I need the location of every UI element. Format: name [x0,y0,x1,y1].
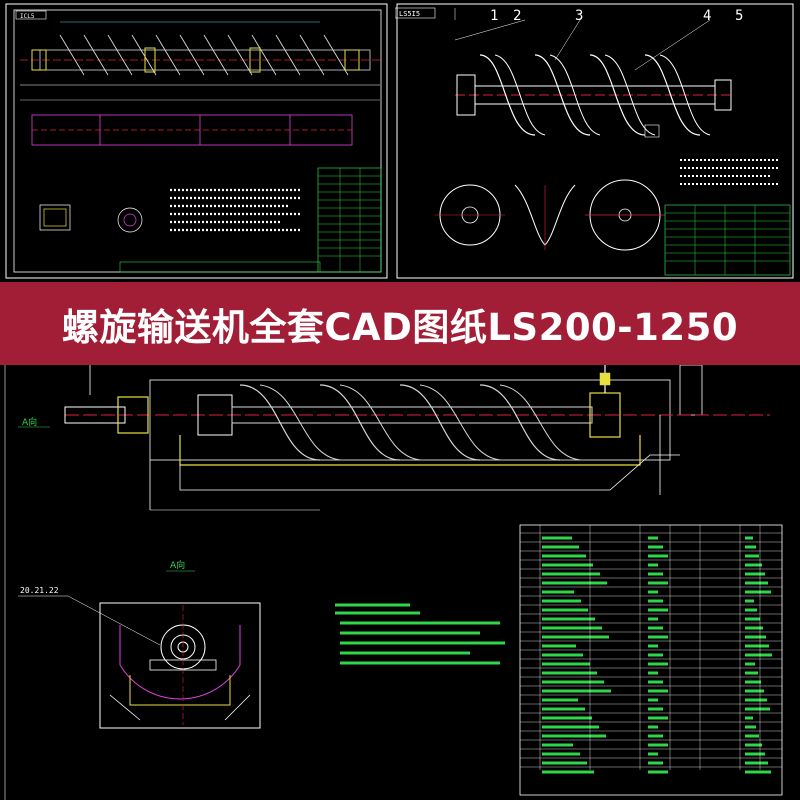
drawing-sheet-assembly-section: A向 A向 20.21.22 [0,365,800,800]
title-banner: 螺旋输送机全套CAD图纸LS200-1250 [0,282,800,365]
parts-table-grid [520,525,782,774]
view-label-section: A向 [170,559,185,571]
cad-drawing-top-left: ICL5 [5,3,388,279]
column-number-1: 1 [490,8,498,24]
column-number-2: 2 [513,8,521,24]
corner-label: LS5I5 [399,10,420,18]
drawing-sheet-screw-detail: LS5I5 1 2 3 4 5 [395,0,800,282]
cad-drawing-top-right: LS5I5 1 2 3 4 5 [395,3,794,279]
drawing-sheet-assembly-overview: ICL5 [0,0,393,282]
view-label-side: A向 [22,416,37,428]
corner-label: ICL5 [20,13,35,20]
banner-title: 螺旋输送机全套CAD图纸LS200-1250 [61,305,739,349]
part-reference: 20.21.22 [20,586,59,595]
column-number-3: 3 [575,8,583,24]
column-number-5: 5 [735,8,743,24]
cad-drawing-bottom: A向 A向 20.21.22 [4,365,783,800]
column-number-4: 4 [703,8,711,24]
